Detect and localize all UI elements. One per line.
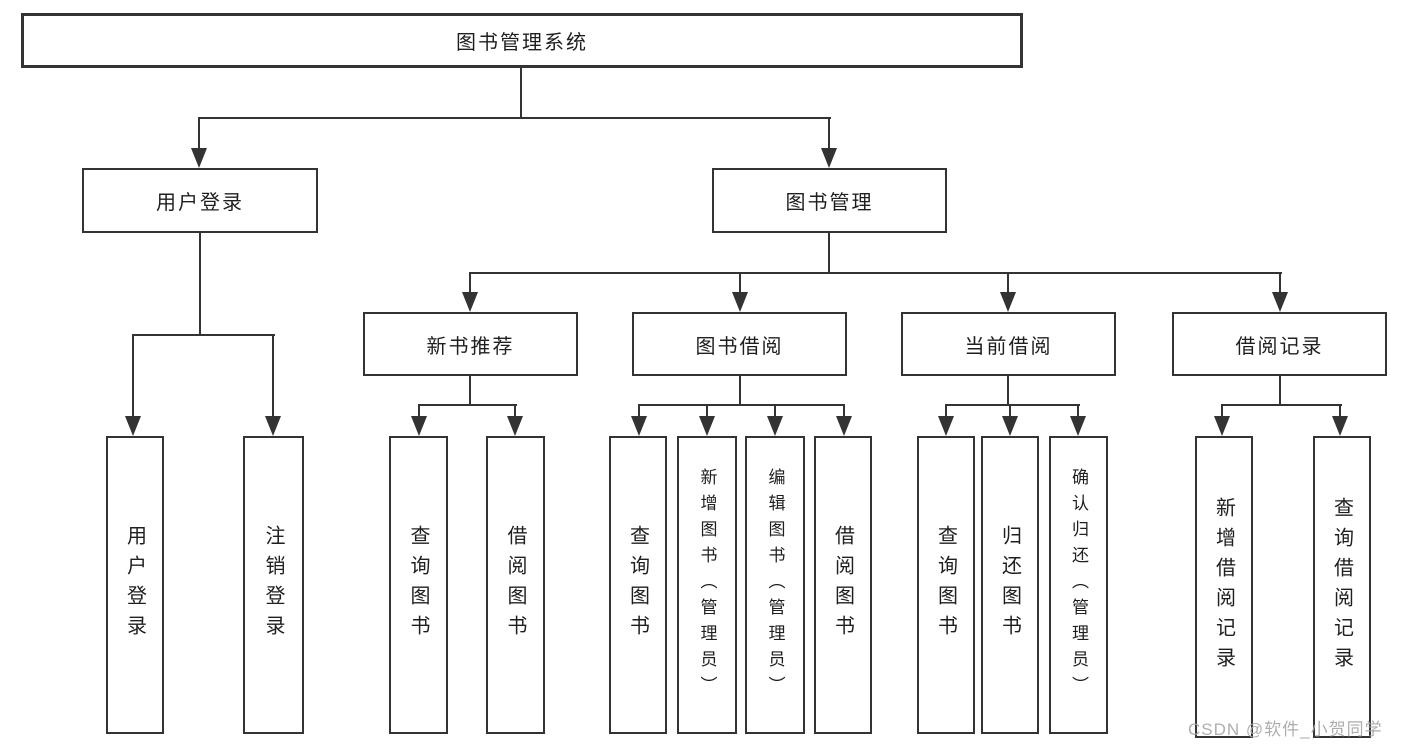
arrow-down-icon xyxy=(191,148,207,168)
connector-vline xyxy=(1339,405,1341,417)
arrow-down-icon xyxy=(1332,416,1348,436)
connector-vline xyxy=(706,405,708,417)
arrow-down-icon xyxy=(631,416,647,436)
watermark: CSDN @软件_小贺同学 xyxy=(1188,720,1383,739)
node-logout-leaf: 注销登录 xyxy=(243,436,304,734)
connector-vline xyxy=(1077,405,1079,417)
connector-hline xyxy=(945,404,1080,406)
connector-vline xyxy=(828,118,830,150)
connector-vline xyxy=(469,273,471,292)
node-book-management: 图书管理 xyxy=(712,168,947,233)
connector-vline xyxy=(418,405,420,417)
node-borrow-books: 借阅图书 xyxy=(486,436,545,734)
connector-vline xyxy=(1279,273,1281,292)
connector-vline xyxy=(469,376,471,405)
node-query-borrow-record: 查询借阅记录 xyxy=(1313,436,1371,738)
connector-vline xyxy=(774,405,776,417)
connector-vline xyxy=(1221,405,1223,417)
node-edit-books-admin: 编辑图书（管理员） xyxy=(745,436,805,734)
connector-hline xyxy=(469,272,1282,274)
node-borrowing-records: 借阅记录 xyxy=(1172,312,1387,376)
arrow-down-icon xyxy=(1000,292,1016,312)
connector-vline xyxy=(739,376,741,405)
arrow-down-icon xyxy=(125,416,141,436)
arrow-down-icon xyxy=(938,416,954,436)
connector-hline xyxy=(132,334,275,336)
node-query-books: 查询图书 xyxy=(609,436,667,734)
connector-vline xyxy=(739,273,741,292)
node-add-borrow-record: 新增借阅记录 xyxy=(1195,436,1253,738)
connector-hline xyxy=(638,404,845,406)
connector-vline xyxy=(520,68,522,118)
connector-vline xyxy=(1007,273,1009,292)
node-borrow-books: 借阅图书 xyxy=(814,436,872,734)
arrow-down-icon xyxy=(411,416,427,436)
connector-vline xyxy=(132,335,134,417)
connector-vline xyxy=(1279,376,1281,405)
arrow-down-icon xyxy=(732,292,748,312)
connector-vline xyxy=(514,405,516,417)
arrow-down-icon xyxy=(1002,416,1018,436)
connector-hline xyxy=(1221,404,1342,406)
connector-vline xyxy=(1007,376,1009,405)
arrow-down-icon xyxy=(699,416,715,436)
node-user-login-leaf: 用户登录 xyxy=(106,436,164,734)
connector-hline xyxy=(198,117,831,119)
arrow-down-icon xyxy=(1070,416,1086,436)
connector-vline xyxy=(843,405,845,417)
connector-vline xyxy=(272,335,274,417)
node-query-books: 查询图书 xyxy=(389,436,448,734)
arrow-down-icon xyxy=(836,416,852,436)
node-confirm-return-admin: 确认归还（管理员） xyxy=(1049,436,1108,734)
node-book-borrowing: 图书借阅 xyxy=(632,312,847,376)
connector-vline xyxy=(199,233,201,335)
arrow-down-icon xyxy=(265,416,281,436)
node-current-borrowing: 当前借阅 xyxy=(901,312,1116,376)
node-add-books-admin: 新增图书（管理员） xyxy=(677,436,737,734)
arrow-down-icon xyxy=(462,292,478,312)
arrow-down-icon xyxy=(1214,416,1230,436)
connector-vline xyxy=(945,405,947,417)
node-new-book-recommend: 新书推荐 xyxy=(363,312,578,376)
node-user-login: 用户登录 xyxy=(82,168,318,233)
connector-hline xyxy=(418,404,517,406)
arrow-down-icon xyxy=(767,416,783,436)
node-library-management-system: 图书管理系统 xyxy=(21,13,1023,68)
connector-vline xyxy=(638,405,640,417)
node-return-books: 归还图书 xyxy=(981,436,1039,734)
connector-vline xyxy=(1009,405,1011,417)
arrow-down-icon xyxy=(507,416,523,436)
connector-vline xyxy=(828,233,830,273)
arrow-down-icon xyxy=(821,148,837,168)
node-query-books: 查询图书 xyxy=(917,436,975,734)
connector-vline xyxy=(198,118,200,150)
arrow-down-icon xyxy=(1272,292,1288,312)
